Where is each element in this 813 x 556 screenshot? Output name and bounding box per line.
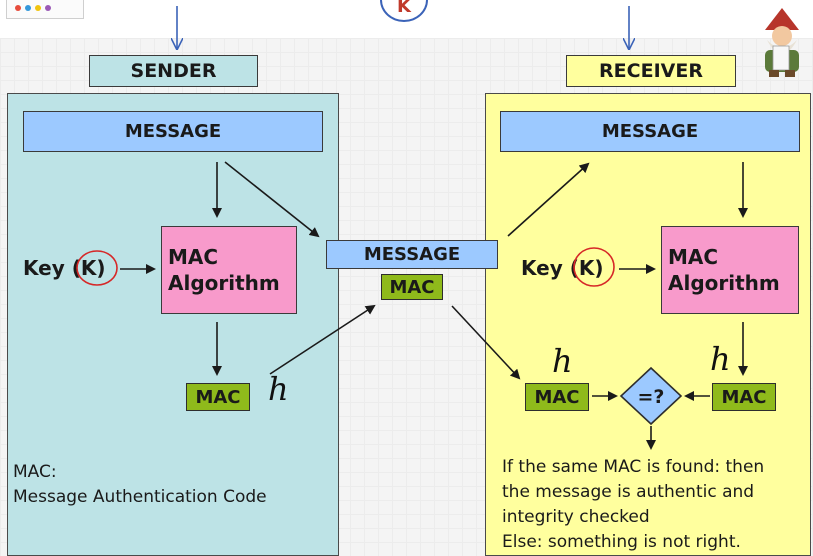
channel-message-box: MESSAGE <box>326 240 498 269</box>
arrow-channel-to-receiver-message <box>507 162 590 237</box>
receiver-title: RECEIVER <box>566 55 736 87</box>
sender-algorithm-line1: MAC <box>168 245 219 269</box>
gnome-mascot-icon <box>765 8 799 77</box>
compare-symbol: =? <box>638 386 665 408</box>
receiver-note-line1: If the same MAC is found: then <box>502 457 765 477</box>
sender-mac-output: MAC <box>186 383 250 411</box>
receiver-algorithm-line2: Algorithm <box>668 271 780 295</box>
sender-h-annotation: h <box>268 370 289 408</box>
receiver-mac-algorithm: MAC Algorithm <box>661 226 799 314</box>
receiver-algorithm-line1: MAC <box>668 245 719 269</box>
receiver-note: If the same MAC is found: then the messa… <box>502 455 764 555</box>
receiver-panel <box>485 93 811 556</box>
sender-key-highlight <box>76 250 118 286</box>
receiver-h-annotation-right: h <box>710 340 731 378</box>
receiver-note-line2: the message is authentic and <box>502 482 755 502</box>
receiver-key-highlight <box>573 247 615 287</box>
sender-message-box: MESSAGE <box>23 111 323 152</box>
receiver-note-line3: integrity checked <box>502 507 650 527</box>
receiver-message-box: MESSAGE <box>500 111 800 152</box>
logo-letter: K <box>397 0 411 17</box>
sender-key-label: Key (K) <box>23 256 106 280</box>
sender-note-line2: Message Authentication Code <box>13 487 267 507</box>
sender-mac-algorithm: MAC Algorithm <box>161 226 297 314</box>
sender-note: MAC: Message Authentication Code <box>13 460 267 510</box>
compare-diamond <box>619 366 683 426</box>
sender-note-line1: MAC: <box>13 462 57 482</box>
receiver-h-annotation-left: h <box>552 342 573 380</box>
channel-mac-box: MAC <box>381 274 443 300</box>
sender-panel <box>7 93 339 556</box>
receiver-note-line4: Else: something is not right. <box>502 532 741 552</box>
receiver-key-label: Key (K) <box>521 256 604 280</box>
sender-algorithm-line2: Algorithm <box>168 271 280 295</box>
receiver-mac-received: MAC <box>525 383 589 411</box>
sender-title: SENDER <box>89 55 258 87</box>
arrow-channel-to-received-mac <box>451 305 521 380</box>
arrow-message-to-channel <box>224 161 320 238</box>
receiver-mac-computed: MAC <box>712 383 776 411</box>
slide-thumbnail[interactable] <box>6 0 84 19</box>
arrow-mac-to-channel <box>269 304 376 375</box>
